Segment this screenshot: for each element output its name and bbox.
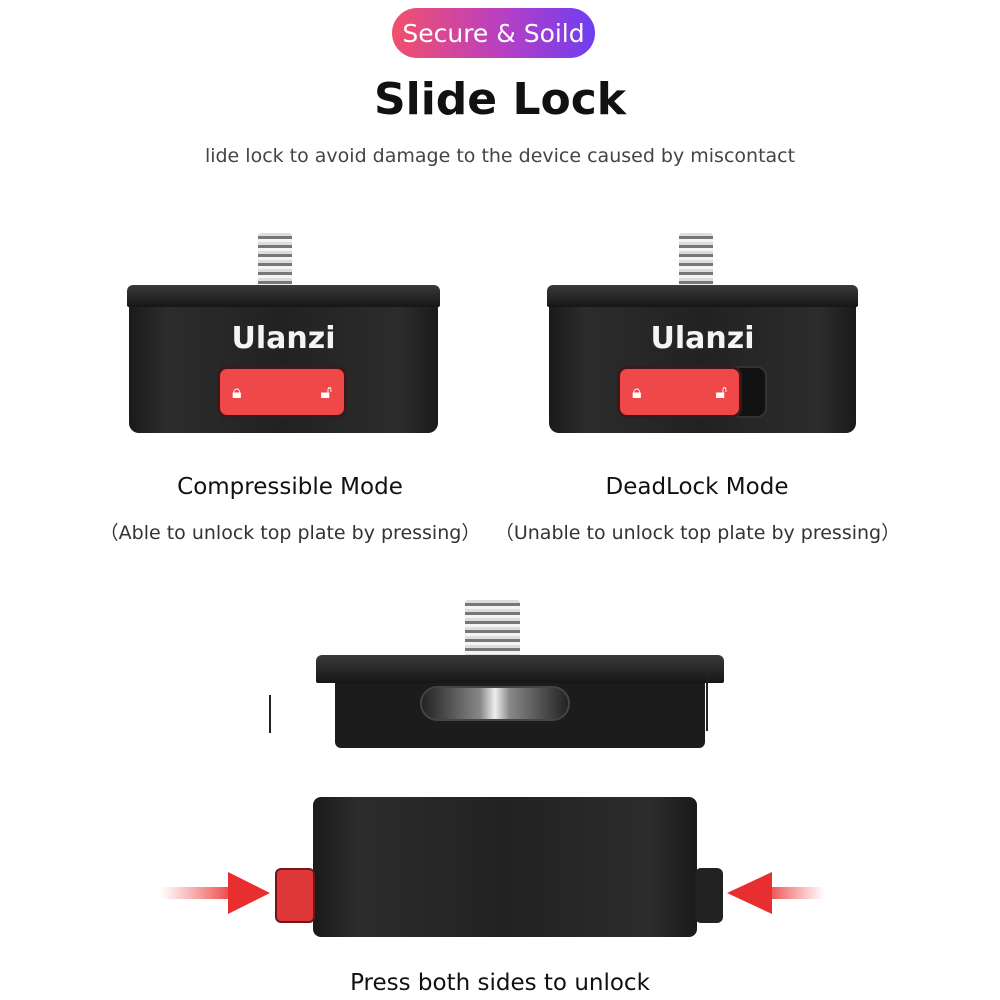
left-pointing-arrow-icon	[727, 872, 825, 914]
base-body	[313, 797, 697, 937]
slide-lock-switch: 🔒︎ 🔓︎	[617, 366, 742, 418]
mode-note: （Unable to unlock top plate by pressing）	[494, 522, 901, 544]
plate-slot	[420, 686, 570, 721]
screw	[465, 600, 520, 657]
caption: Press both sides to unlock	[350, 970, 650, 996]
mode-label: Compressible Mode	[177, 474, 403, 500]
page-title: Slide Lock	[373, 74, 627, 125]
top-plate	[127, 285, 440, 307]
unlock-icon: 🔓︎	[320, 381, 332, 403]
screw	[679, 233, 713, 287]
screw	[258, 233, 292, 287]
subtitle: lide lock to avoid damage to the device …	[204, 145, 796, 167]
unlock-icon: 🔓︎	[715, 381, 727, 403]
brand-logo: Ulanzi	[231, 321, 336, 356]
device-deadlock: Ulanzi 🔒︎ 🔓︎	[547, 233, 858, 433]
lock-icon: 🔒︎	[232, 381, 242, 403]
feature-badge: Secure & Soild	[392, 8, 595, 58]
right-release-button	[695, 868, 723, 923]
press-arrows	[160, 872, 825, 914]
brand-logo: Ulanzi	[650, 321, 755, 356]
mode-label: DeadLock Mode	[605, 474, 789, 500]
lock-icon: 🔒︎	[632, 381, 642, 403]
top-plate	[547, 285, 858, 307]
right-pointing-arrow-icon	[160, 872, 270, 914]
left-release-button	[275, 868, 315, 923]
down-arrow-icon	[269, 695, 271, 733]
slide-lock-switch: 🔒︎ 🔓︎	[217, 366, 347, 418]
device-compressible: Ulanzi 🔒︎ 🔓︎	[127, 233, 440, 433]
top-plate	[316, 655, 724, 683]
up-arrow-icon	[706, 676, 708, 731]
mode-note: （Able to unlock top plate by pressing）	[99, 522, 481, 544]
